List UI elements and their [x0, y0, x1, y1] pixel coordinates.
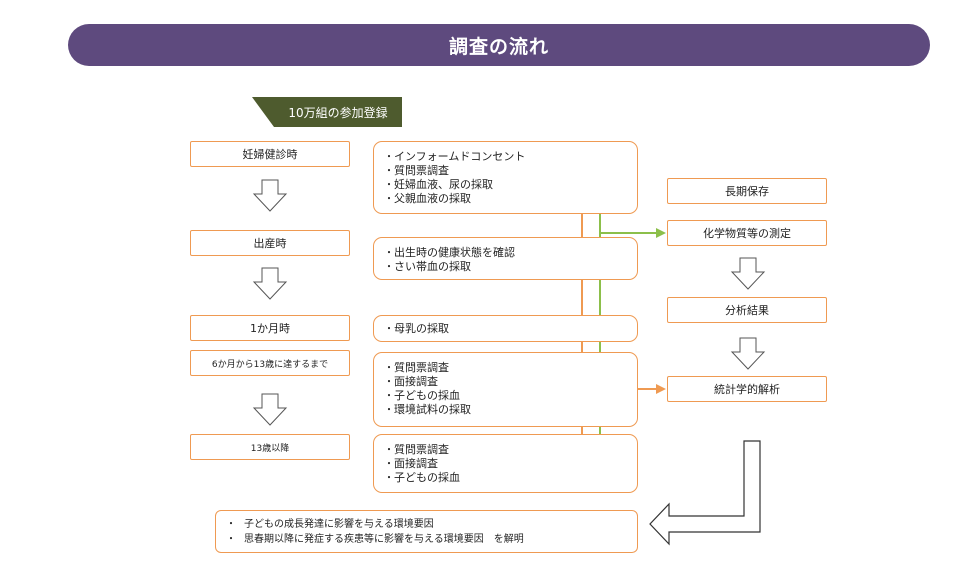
list-item: 出生時の健康状態を確認 — [384, 246, 515, 260]
callout-tail — [252, 97, 274, 127]
arrow-head-icon — [656, 228, 666, 238]
down-arrow-icon — [730, 257, 766, 290]
list-item: 質問票調査 — [384, 361, 471, 375]
list-item: 面接調査 — [384, 457, 460, 471]
activity-group-5: 質問票調査 面接調査 子どもの採血 — [373, 434, 638, 493]
list-item: 母乳の採取 — [384, 322, 449, 336]
stage-pregnancy-checkup: 妊婦健診時 — [190, 141, 350, 167]
list-item: インフォームドコンセント — [384, 150, 525, 164]
down-arrow-icon — [252, 267, 288, 300]
activity-group-1: インフォームドコンセント 質問票調査 妊婦血液、尿の採取 父親血液の採取 — [373, 141, 638, 214]
list-item: 妊婦血液、尿の採取 — [384, 178, 525, 192]
conclusion-item: 子どもの成長発達に影響を与える環境要因 — [226, 517, 637, 532]
down-arrow-icon — [252, 179, 288, 212]
analysis-results-box: 分析結果 — [667, 297, 827, 323]
stage-after-13y: 13歳以降 — [190, 434, 350, 460]
chemical-measurement-box: 化学物質等の測定 — [667, 220, 827, 246]
activity-group-4: 質問票調査 面接調査 子どもの採血 環境試料の採取 — [373, 352, 638, 427]
conclusion-item: 思春期以降に発症する疾患等に影響を与える環境要因 を解明 — [226, 532, 637, 547]
page-title: 調査の流れ — [68, 24, 930, 66]
long-term-storage-box: 長期保存 — [667, 178, 827, 204]
list-item: 子どもの採血 — [384, 389, 471, 403]
list-item: 面接調査 — [384, 375, 471, 389]
list-item: 父親血液の採取 — [384, 192, 525, 206]
stage-1-month: 1か月時 — [190, 315, 350, 341]
list-item: 環境試料の採取 — [384, 403, 471, 417]
arrow-head-icon — [656, 384, 666, 394]
list-item: 子どもの採血 — [384, 471, 460, 485]
return-arrow-icon — [649, 440, 761, 546]
list-item: さい帯血の採取 — [384, 260, 515, 274]
list-item: 質問票調査 — [384, 164, 525, 178]
activity-group-3: 母乳の採取 — [373, 315, 638, 342]
down-arrow-icon — [730, 337, 766, 370]
activity-group-2: 出生時の健康状態を確認 さい帯血の採取 — [373, 237, 638, 280]
stage-birth: 出産時 — [190, 230, 350, 256]
stage-6m-to-13y: 6か月から13歳に達するまで — [190, 350, 350, 376]
statistical-analysis-box: 統計学的解析 — [667, 376, 827, 402]
list-item: 質問票調査 — [384, 443, 460, 457]
registration-callout: 10万組の参加登録 — [274, 97, 402, 127]
conclusion-box: 子どもの成長発達に影響を与える環境要因 思春期以降に発症する疾患等に影響を与える… — [215, 510, 638, 553]
down-arrow-icon — [252, 393, 288, 426]
